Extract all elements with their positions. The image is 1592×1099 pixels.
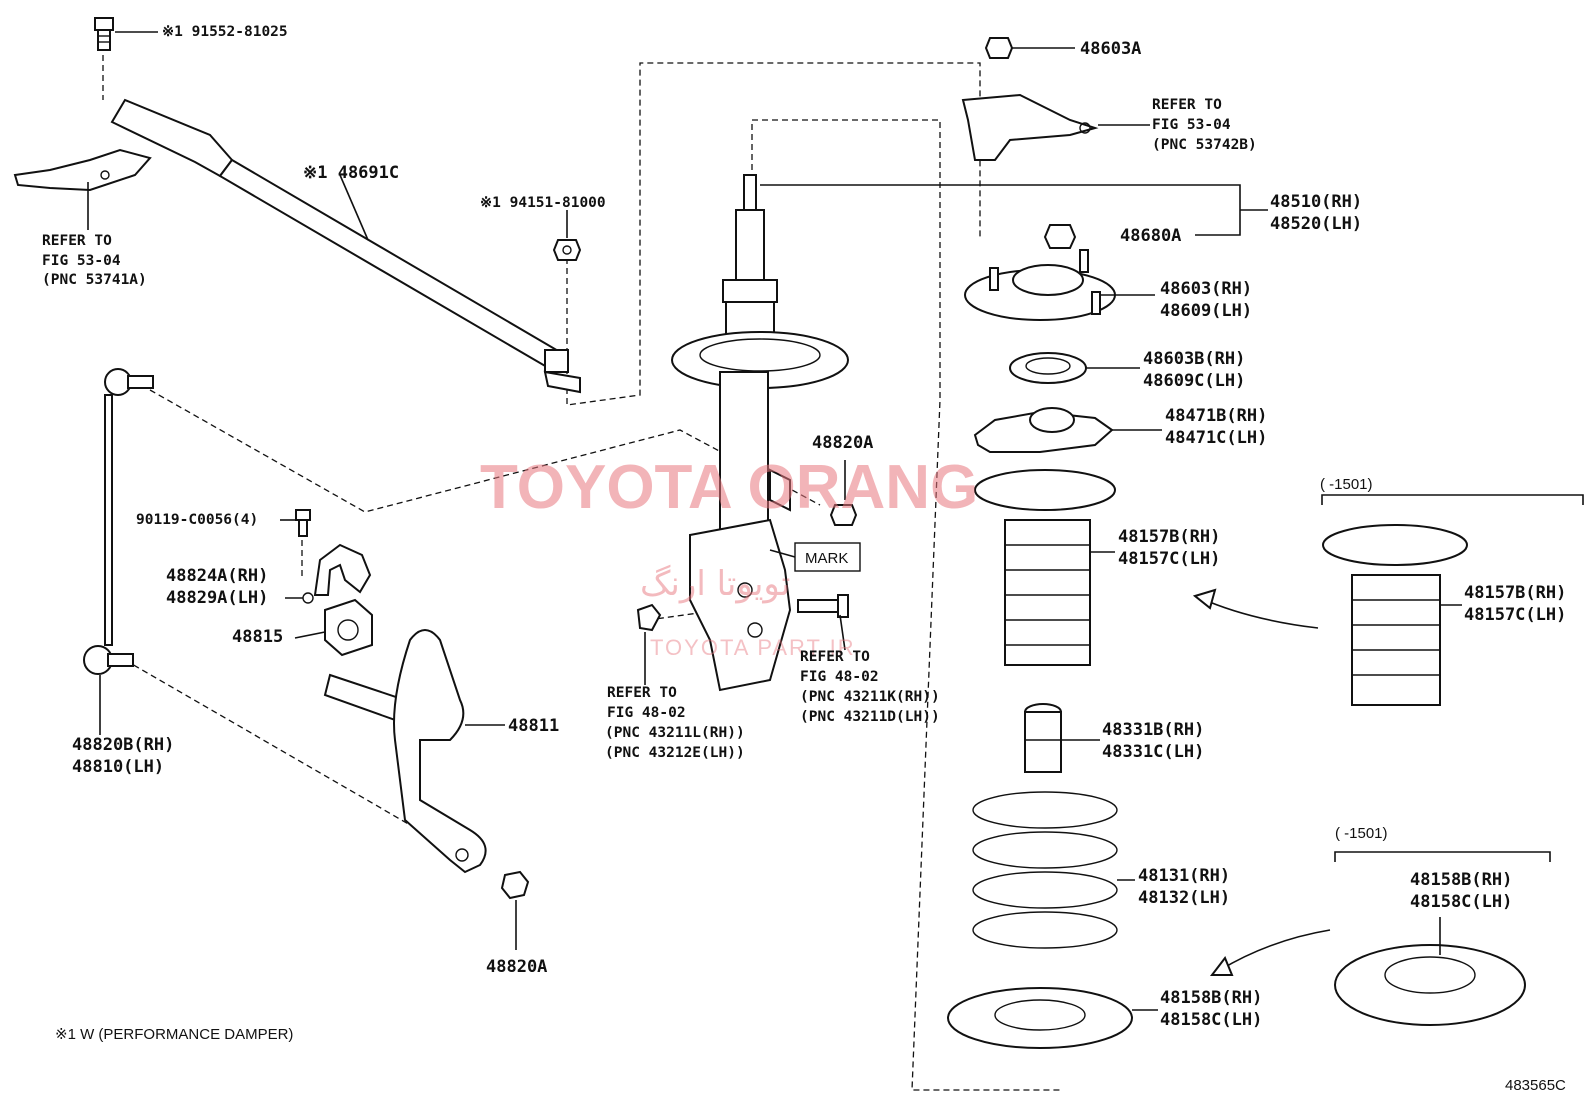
stabilizer-link-48820b: [83, 368, 154, 675]
label-refer-53742b-3: (PNC 53742B): [1152, 137, 1257, 153]
label-insul-48158b: 48158B(RH): [1160, 988, 1262, 1008]
lower-insulator-alt: [1334, 944, 1526, 1026]
label-bracket-48829a: 48829A(LH): [166, 588, 268, 608]
leader-lines: [87, 31, 1462, 1011]
watermark-sub: TOYOTA PART IR: [650, 635, 856, 660]
label-link-48820b: 48820B(RH): [72, 735, 174, 755]
label-refer-43211l-2: FIG 48-02: [607, 705, 686, 721]
bearing-48603b: [1009, 352, 1087, 384]
label-bumper-48331b: 48331B(RH): [1102, 720, 1204, 740]
label-nut-48820a-lower: 48820A: [486, 957, 547, 977]
label-refer-43211k-3: (PNC 43211K(RH)): [800, 689, 940, 705]
label-boot-48157b: 48157B(RH): [1118, 527, 1220, 547]
label-stabbar-48811: 48811: [508, 716, 559, 736]
nut-48680a: [1043, 224, 1077, 249]
bound-bumper-48331b: [1024, 703, 1062, 773]
watermark: TOYOTA ORANG تویوتا ارنگ TOYOTA PART IR: [480, 453, 978, 660]
performance-damper-48691c: [13, 98, 581, 394]
dust-boot-alt: [1322, 524, 1468, 706]
watermark-title: TOYOTA ORANG: [480, 453, 978, 522]
label-nut-94151: ※1 94151-81000: [480, 195, 606, 211]
bolt-strut-lower: [797, 594, 849, 618]
label-mark: MARK: [805, 550, 848, 567]
label-bracket-48824a: 48824A(RH): [166, 566, 268, 586]
label-bolt-91552: ※1 91552-81025: [162, 24, 288, 40]
label-mount-48603: 48603(RH): [1160, 279, 1252, 299]
label-bearing-48603b: 48603B(RH): [1143, 349, 1245, 369]
label-spring-48131: 48131(RH): [1138, 866, 1230, 886]
nut-94151-81000: [552, 239, 582, 261]
label-bushing-48815: 48815: [232, 627, 283, 647]
label-boot-alt-48157c: 48157C(LH): [1464, 605, 1566, 625]
arrows: [1192, 588, 1331, 976]
label-insul-48158c: 48158C(LH): [1160, 1010, 1262, 1030]
label-range-1501-a: ( -1501): [1320, 476, 1373, 493]
label-refer-53741a-3: (PNC 53741A): [42, 272, 147, 288]
label-strut-48520: 48520(LH): [1270, 214, 1362, 234]
label-nut-48820a-upper: 48820A: [812, 433, 873, 453]
label-range-1501-b: ( -1501): [1335, 825, 1388, 842]
nut-48820a-upper: [829, 504, 858, 526]
strut-assembly: [671, 174, 849, 692]
label-insul-alt-48158b: 48158B(RH): [1410, 870, 1512, 890]
label-refer-43211l-1: REFER TO: [607, 685, 677, 701]
nut-strut-lower: [636, 603, 662, 632]
bolt-90119: [295, 509, 311, 537]
label-seat-48471b: 48471B(RH): [1165, 406, 1267, 426]
label-refer-53742b-2: FIG 53-04: [1152, 117, 1231, 133]
label-refer-43211l-4: (PNC 43212E(LH)): [605, 745, 745, 761]
dust-boot-48157b: [974, 469, 1116, 666]
label-nut-48680a: 48680A: [1120, 226, 1181, 246]
label-boot-48157c: 48157C(LH): [1118, 549, 1220, 569]
coil-spring-48131: [972, 791, 1118, 949]
label-strut-48510: 48510(RH): [1270, 192, 1362, 212]
label-refer-43211l-3: (PNC 43211L(RH)): [605, 725, 745, 741]
bracket-48824a: [302, 543, 372, 604]
label-bearing-48609c: 48609C(LH): [1143, 371, 1245, 391]
label-boot-alt-48157b: 48157B(RH): [1464, 583, 1566, 603]
label-nut-48603a: 48603A: [1080, 39, 1141, 59]
figure-code: 483565C: [1505, 1077, 1566, 1094]
upper-mount-48603: [964, 249, 1116, 321]
label-refer-43211k-1: REFER TO: [800, 649, 870, 665]
range-brackets: [1321, 494, 1584, 862]
nut-48820a-lower: [500, 870, 530, 900]
spring-seat-48471b: [973, 407, 1114, 453]
label-refer-53742b-1: REFER TO: [1152, 97, 1222, 113]
label-insul-alt-48158c: 48158C(LH): [1410, 892, 1512, 912]
label-mount-48609: 48609(LH): [1160, 301, 1252, 321]
label-refer-53741a-1: REFER TO: [42, 233, 112, 249]
label-seat-48471c: 48471C(LH): [1165, 428, 1267, 448]
part-labels: ※1 91552-81025 ※1 48691C REFER TO FIG 53…: [42, 24, 1566, 1094]
label-spring-48132: 48132(LH): [1138, 888, 1230, 908]
lower-insulator-48158b: [947, 987, 1133, 1049]
bracket-53742b: [961, 93, 1099, 161]
label-bolt-90119: 90119-C0056(4): [136, 512, 258, 528]
stabilizer-bar-48811: [323, 629, 487, 874]
watermark-farsi: تویوتا ارنگ: [640, 564, 790, 604]
bushing-48815: [324, 598, 373, 657]
nut-48603a: [984, 37, 1014, 59]
label-refer-43211k-4: (PNC 43211D(LH)): [800, 709, 940, 725]
footnote: ※1 W (PERFORMANCE DAMPER): [55, 1026, 293, 1043]
label-damper-48691c: ※1 48691C: [303, 163, 399, 183]
label-refer-53741a-2: FIG 53-04: [42, 253, 121, 269]
bolt-91552-81025: [94, 17, 114, 51]
label-bumper-48331c: 48331C(LH): [1102, 742, 1204, 762]
mark-callout: [769, 542, 861, 572]
label-link-48810: 48810(LH): [72, 757, 164, 777]
label-refer-43211k-2: FIG 48-02: [800, 669, 879, 685]
